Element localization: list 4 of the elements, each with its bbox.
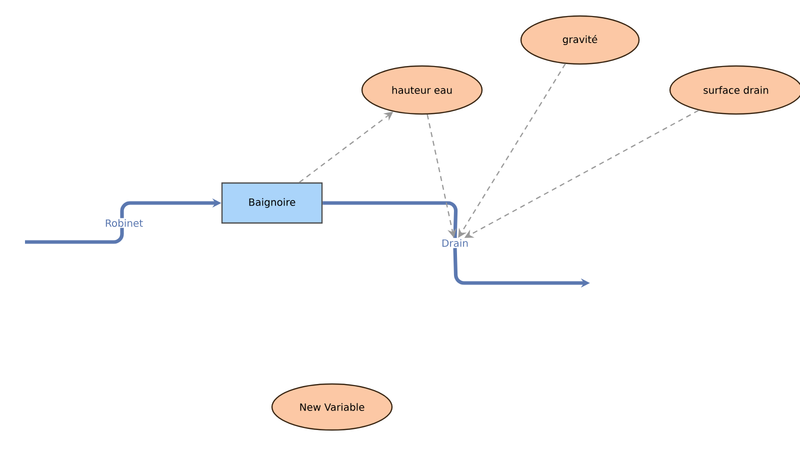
- flow-label: Drain: [440, 238, 470, 248]
- edge-label: Robinet: [104, 218, 144, 228]
- flow-pipe: [322, 201, 458, 238]
- stock-box: Baignoire: [221, 182, 323, 224]
